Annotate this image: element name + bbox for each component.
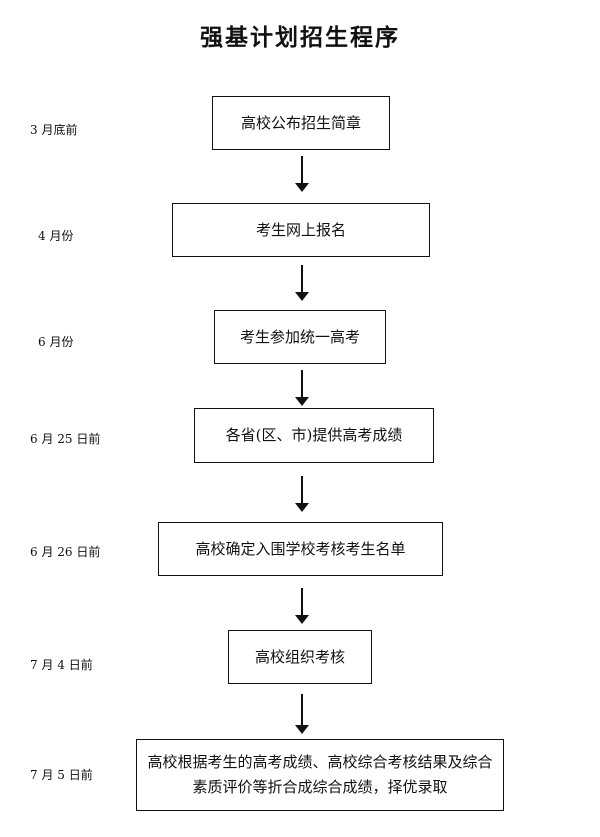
step-box: 高校根据考生的高考成绩、高校综合考核结果及综合素质评价等折合成综合成绩，择优录取 — [136, 739, 504, 811]
flow-arrow — [295, 156, 309, 192]
step-box: 考生参加统一高考 — [214, 310, 386, 364]
step-date: 4 月份 — [38, 229, 74, 243]
flow-arrow — [295, 265, 309, 301]
step-date: 6 月 26 日前 — [30, 545, 101, 559]
diagram-title: 强基计划招生程序 — [200, 25, 400, 51]
step-date: 3 月底前 — [30, 123, 78, 137]
step-box: 考生网上报名 — [172, 203, 430, 257]
step-box: 各省(区、市)提供高考成绩 — [194, 408, 434, 463]
flow-arrow — [295, 370, 309, 406]
step-date: 7 月 5 日前 — [30, 768, 93, 782]
flow-arrow — [295, 476, 309, 512]
step-date: 6 月 25 日前 — [30, 432, 101, 446]
step-box: 高校确定入围学校考核考生名单 — [158, 522, 443, 576]
step-date: 6 月份 — [38, 335, 74, 349]
step-date: 7 月 4 日前 — [30, 658, 93, 672]
step-box: 高校组织考核 — [228, 630, 372, 684]
flow-arrow — [295, 694, 309, 734]
step-box: 高校公布招生简章 — [212, 96, 390, 150]
flow-arrow — [295, 588, 309, 624]
